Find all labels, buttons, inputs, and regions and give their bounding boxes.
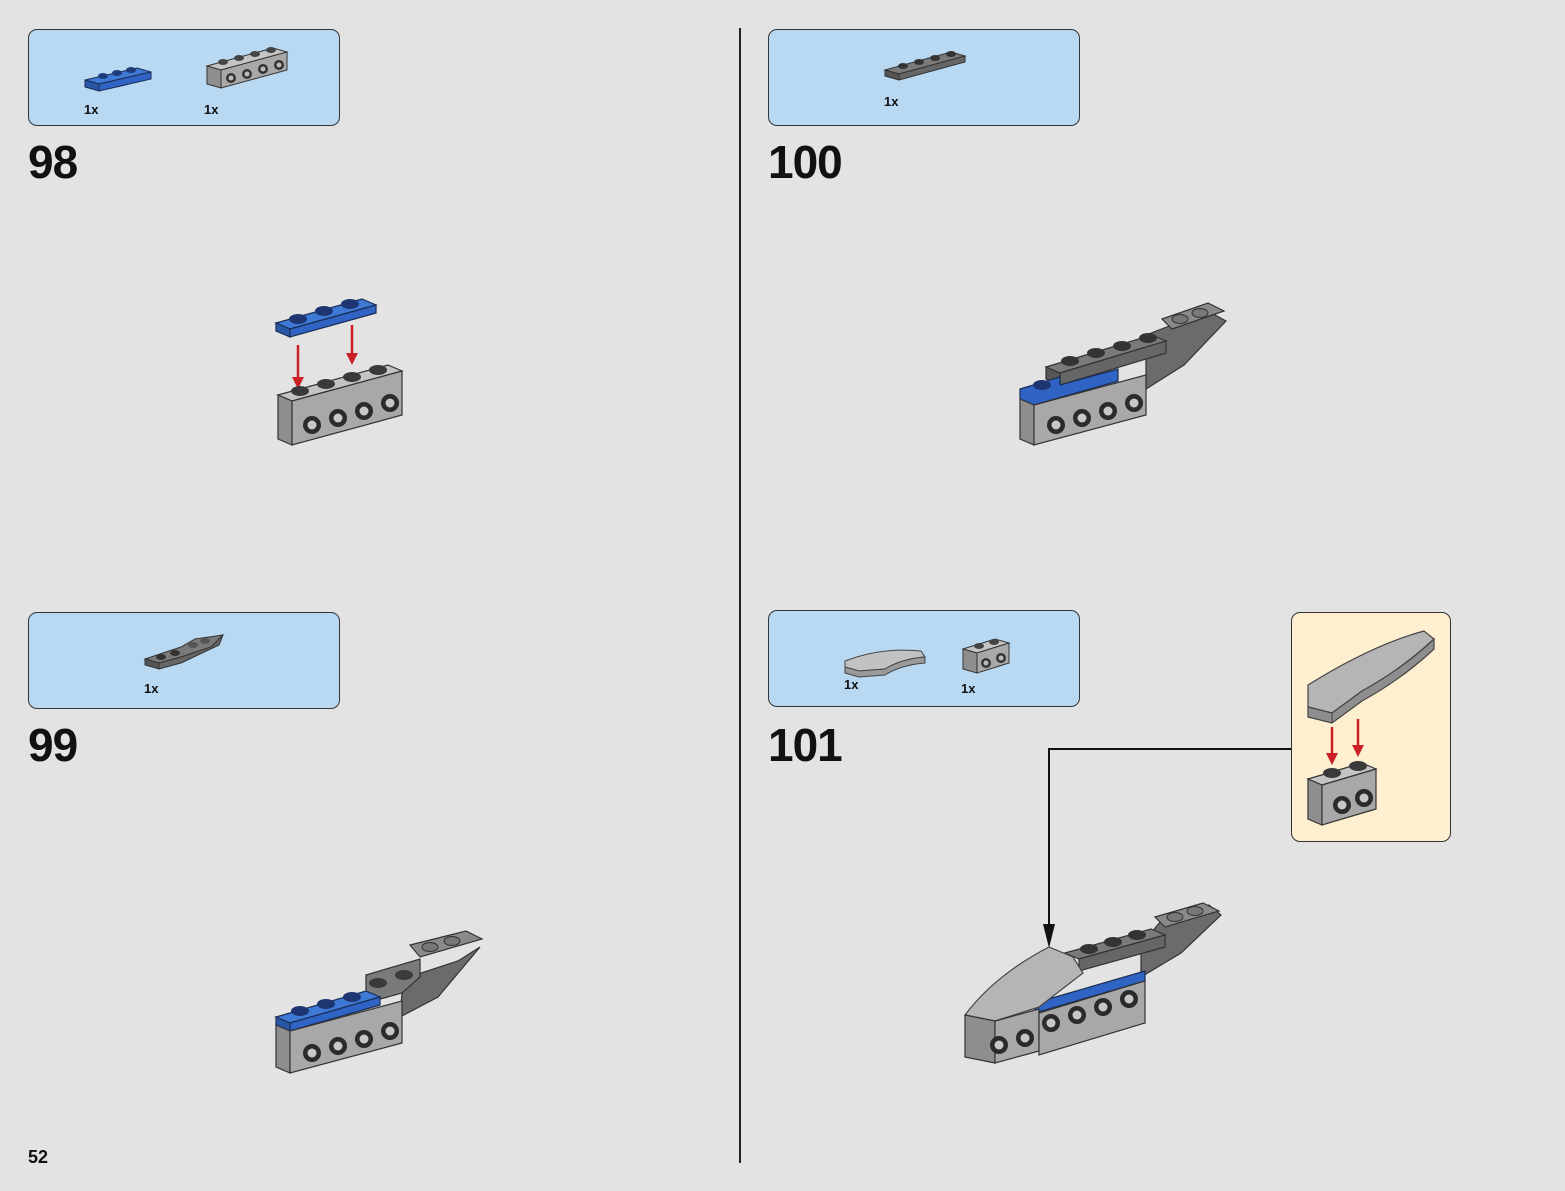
parts-box-step-99: 1x xyxy=(28,612,340,709)
step-number: 101 xyxy=(768,719,843,771)
step-number: 99 xyxy=(28,719,78,771)
blue-plate-part-icon xyxy=(84,67,152,92)
parts-box-step-98: 1x 1x xyxy=(28,29,340,126)
step-number: 100 xyxy=(768,136,843,188)
step-98-assembly-illustration xyxy=(274,298,404,446)
qty-label: 1x xyxy=(884,94,899,109)
step-99-assembly-illustration xyxy=(274,930,484,1074)
column-divider xyxy=(739,28,741,1163)
qty-label: 1x xyxy=(144,681,159,696)
sub-assembly-callout xyxy=(1291,612,1451,842)
step-100-assembly-illustration xyxy=(1019,302,1227,446)
wedge-plate-part-icon xyxy=(143,634,225,670)
qty-label: 1x xyxy=(961,681,976,696)
dark-plate-part-icon xyxy=(883,51,967,81)
curved-slope-part-icon xyxy=(844,649,926,678)
parts-box-step-100: 1x xyxy=(768,29,1080,126)
parts-box-step-101: 1x 1x xyxy=(768,610,1080,707)
sub-assembly-illustration xyxy=(1306,630,1435,826)
step-number: 98 xyxy=(28,136,78,188)
step-101-assembly-illustration xyxy=(963,902,1222,1064)
callout-connector-arrow xyxy=(1043,748,1291,948)
qty-label: 1x xyxy=(84,102,99,117)
gray-brick-1x2-part-icon xyxy=(961,638,1011,674)
qty-label: 1x xyxy=(204,102,219,117)
qty-label: 1x xyxy=(844,677,859,692)
gray-brick-part-icon xyxy=(205,47,289,89)
page-number: 52 xyxy=(28,1147,49,1167)
